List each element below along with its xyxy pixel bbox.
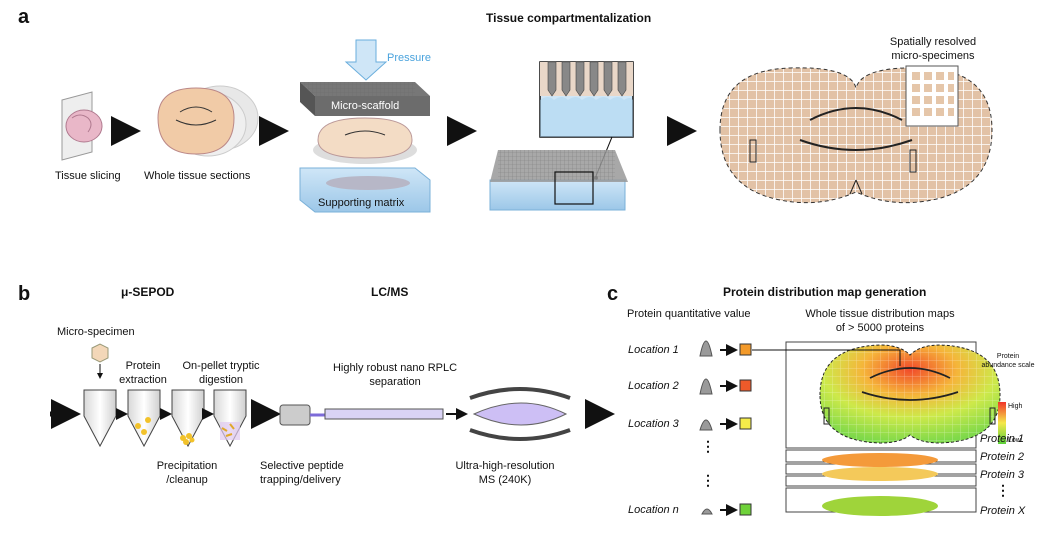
section-c-title: Protein distribution map generation	[723, 285, 927, 299]
tissue-sections-icon	[157, 85, 259, 157]
usepod-title: μ-SEPOD	[121, 285, 175, 299]
micro-specimen-cube-icon	[91, 343, 109, 379]
protein-1-label: Protein 1	[980, 433, 1025, 445]
lcms-title: LC/MS	[371, 285, 409, 299]
ellipsis-3: ⋮	[996, 482, 1010, 498]
on-pellet-label-1: On-pellet tryptic	[182, 360, 260, 372]
pressure-arrow-icon	[344, 39, 388, 81]
tube-icon	[83, 389, 247, 448]
ellipsis-2: ⋮	[701, 472, 715, 488]
location-swatch	[739, 417, 752, 430]
location-2-label: Location 2	[628, 380, 679, 392]
whole-maps-label-2: of > 5000 proteins	[835, 322, 925, 334]
location-n-label: Location n	[628, 504, 679, 516]
spatially-resolved-label: Spatially resolved	[889, 36, 977, 48]
ultra-label-1: Ultra-high-resolution	[455, 460, 555, 472]
gridded-brain-icon	[719, 65, 993, 204]
precipitation-label-1: Precipitation	[156, 460, 218, 472]
precipitation-label-2: /cleanup	[166, 474, 208, 486]
section-a-title: Tissue compartmentalization	[486, 11, 652, 25]
highly-robust-label-1: Highly robust nano RPLC	[332, 362, 458, 374]
supporting-matrix-label: Supporting matrix	[318, 197, 405, 209]
scale-low-label: Low	[1008, 437, 1021, 444]
scale-title-1: Protein	[996, 353, 1020, 360]
ultra-label-2: MS (240K)	[478, 474, 532, 486]
protein-2-label: Protein 2	[980, 451, 1025, 463]
cross-section-inset-icon	[539, 61, 634, 180]
panel-label-b: b	[18, 283, 31, 305]
location-swatches	[739, 343, 752, 516]
tissue-slicing-label: Tissue slicing	[55, 170, 121, 182]
location-1-label: Location 1	[628, 344, 679, 356]
panel-label-c: c	[607, 283, 619, 305]
location-3-label: Location 3	[628, 418, 679, 430]
peak-icons	[699, 340, 713, 515]
stacked-map-layers	[752, 341, 1001, 516]
micro-specimen-label: Micro-specimen	[57, 326, 135, 338]
protein-extraction-label-2: extraction	[119, 374, 167, 386]
tissue-on-matrix-icon	[313, 117, 417, 164]
ellipsis-1: ⋮	[701, 438, 715, 454]
selective-label-2: trapping/delivery	[260, 474, 341, 486]
whole-maps-label-1: Whole tissue distribution maps	[805, 308, 955, 320]
pressure-label: Pressure	[387, 52, 432, 64]
highly-robust-label-2: separation	[369, 376, 421, 388]
supporting-matrix-icon	[299, 167, 431, 213]
scale-high-label: High	[1008, 403, 1023, 410]
abundance-scale-bar	[998, 402, 1006, 444]
protein-3-label: Protein 3	[980, 469, 1025, 481]
whole-tissue-sections-label: Whole tissue sections	[144, 170, 251, 182]
location-swatch	[739, 503, 752, 516]
quant-value-label: Protein quantitative value	[627, 308, 751, 320]
orbitrap-icon	[469, 387, 571, 441]
location-arrows	[720, 344, 738, 516]
micro-scaffold-label: Micro-scaffold	[331, 100, 400, 112]
panel-label-a: a	[18, 6, 30, 28]
brain-slicing-icon	[61, 91, 103, 161]
scale-title-2: abundance scale	[981, 362, 1035, 369]
particles-icon	[135, 417, 240, 445]
location-swatch	[739, 343, 752, 356]
scaffold-on-matrix-icon	[489, 150, 628, 211]
protein-extraction-label-1: Protein	[125, 360, 161, 372]
micro-scaffold-icon	[300, 82, 430, 116]
protein-x-label: Protein X	[980, 505, 1026, 517]
on-pellet-label-2: digestion	[198, 374, 244, 386]
location-swatch	[739, 379, 752, 392]
micro-specimens-label: micro-specimens	[891, 50, 975, 62]
selective-label-1: Selective peptide	[260, 460, 344, 472]
lc-column-icon	[279, 404, 444, 426]
